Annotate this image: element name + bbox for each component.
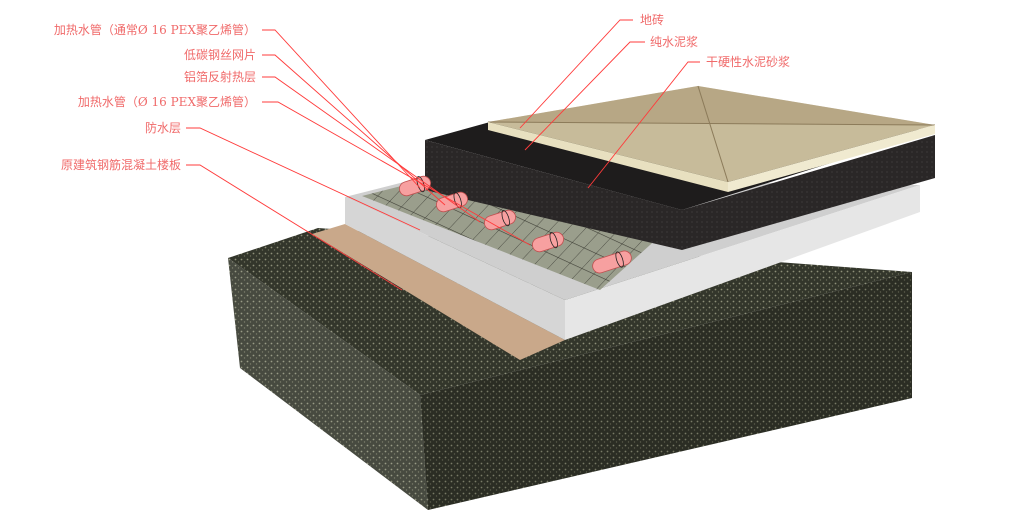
- label-concrete-slab: 原建筑钢筋混凝土楼板: [60, 158, 181, 172]
- label-waterproof: 防水层: [144, 121, 181, 135]
- label-heating-pipe-typical: 加热水管（通常Ø 16 PEX聚乙烯管）: [53, 23, 256, 37]
- label-cement-paste: 纯水泥浆: [650, 35, 699, 49]
- waterproof-layer: [312, 224, 565, 360]
- floor-tile: [487, 85, 936, 192]
- label-foil-reflector: 铝箔反射热层: [183, 70, 256, 84]
- label-floor-tile: 地砖: [640, 13, 665, 27]
- leader-lines: [186, 19, 700, 291]
- heating-pipes: [399, 175, 632, 274]
- label-dry-mortar: 干硬性水泥砂浆: [706, 55, 791, 69]
- label-heating-pipe: 加热水管（Ø 16 PEX聚乙烯管）: [77, 95, 256, 109]
- label-steel-mesh: 低碳钢丝网片: [183, 48, 256, 62]
